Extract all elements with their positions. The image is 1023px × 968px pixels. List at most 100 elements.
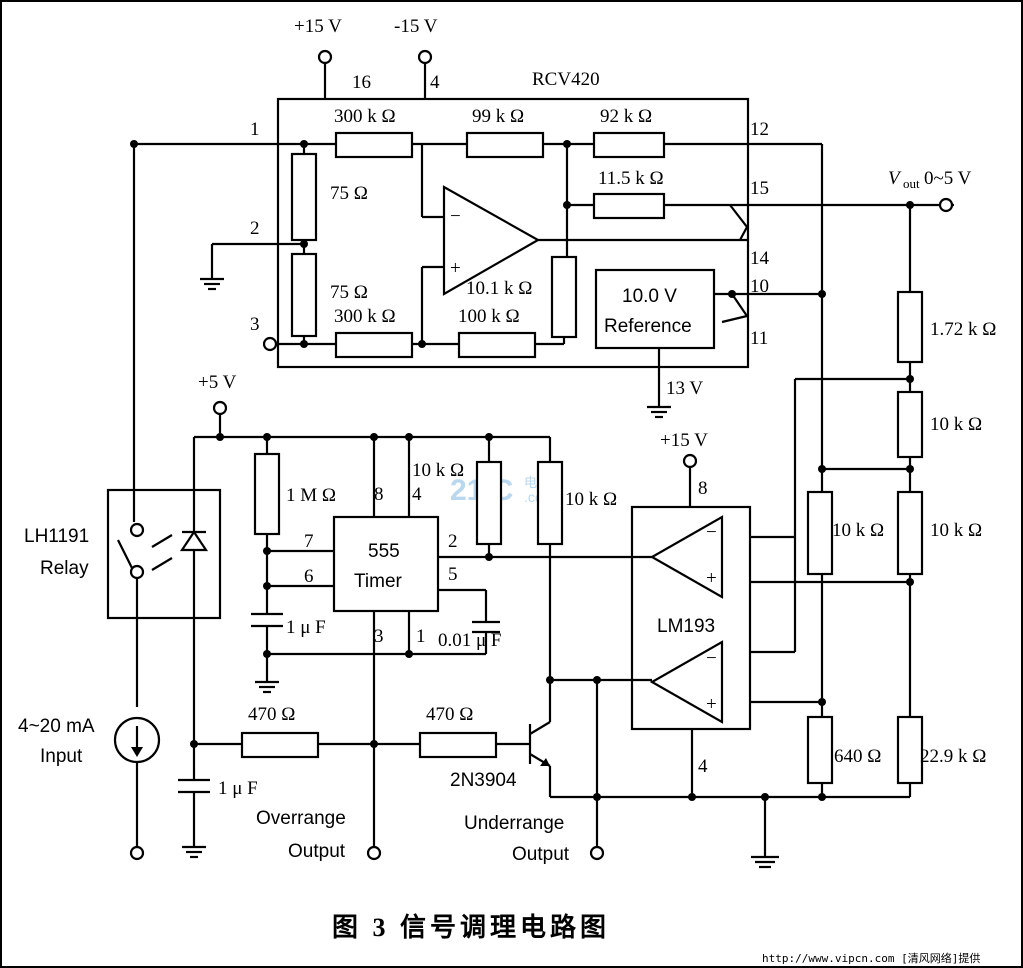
vout-label: V [888, 168, 902, 189]
resistor-75-top [290, 152, 318, 242]
r99k-label: 99 k Ω [472, 106, 524, 127]
comp1-plus: + [706, 568, 717, 589]
pin16-label: 16 [352, 72, 371, 93]
r75-bottom-label: 75 Ω [330, 282, 368, 303]
resistor-92k [592, 131, 666, 159]
timer-line1: 555 [368, 541, 400, 562]
figure-caption: 图 3 信号调理电路图 [332, 912, 610, 942]
voltage-reference [594, 268, 716, 350]
resistor-11-5k [592, 192, 666, 220]
transistor-label: 2N3904 [450, 770, 517, 791]
overrange-line1: Overrange [256, 808, 346, 829]
relay-name: LH1191 [24, 526, 89, 547]
watermark-text: http://www.vipcn.com [清风网络]提供 [762, 951, 980, 965]
resistor-640 [806, 715, 834, 785]
resistor-75-bottom [290, 252, 318, 338]
vout-sub: out [903, 176, 920, 191]
pos15-terminal [317, 49, 333, 65]
resistor-10k-timer-a [475, 460, 503, 546]
ref-line1: 10.0 V [622, 286, 677, 307]
rcv420-opamp [442, 185, 541, 296]
pos5-label: +5 V [198, 372, 237, 393]
overrange-terminal [366, 845, 382, 861]
resistor-300k-top [334, 131, 414, 159]
rcv-pin15-label: 15 [750, 178, 769, 199]
r470a-label: 470 Ω [248, 704, 295, 725]
ref-line2: Reference [604, 316, 692, 337]
underrange-line1: Underrange [464, 813, 564, 834]
r640-label: 640 Ω [834, 746, 881, 767]
r10-1k-label: 10.1 k Ω [466, 278, 532, 299]
r100k-label: 100 k Ω [458, 306, 520, 327]
neg15-label: -15 V [394, 16, 438, 37]
rcv420-package [276, 97, 750, 369]
r10k-timer-b-label: 10 k Ω [565, 489, 617, 510]
rcv-pin12-label: 12 [750, 119, 769, 140]
resistor-22-9k [896, 715, 924, 785]
rcv-pin3-terminal [262, 336, 278, 352]
timer-pin6: 6 [304, 566, 314, 587]
relay-contact-bottom [129, 564, 145, 580]
rcv-pin2-label: 2 [250, 218, 260, 239]
rcv-pin11-label: 11 [750, 328, 768, 349]
timer-555 [332, 515, 440, 613]
relay-contact-top [129, 522, 145, 538]
r75-top-label: 75 Ω [330, 183, 368, 204]
resistor-1-72k [896, 290, 924, 364]
pos15-label: +15 V [294, 16, 342, 37]
c1u-timer-label: 1 μ F [286, 617, 326, 638]
rcv-pin3-label: 3 [250, 314, 260, 335]
opamp-plus: + [450, 258, 461, 279]
input-terminal [129, 845, 145, 861]
lm193-vcc-terminal [682, 453, 698, 469]
underrange-terminal [589, 845, 605, 861]
opamp-minus: − [450, 206, 461, 227]
r10k-timer-a-label: 10 k Ω [412, 460, 464, 481]
timer-pin8: 8 [374, 484, 384, 505]
r1m-label: 1 M Ω [286, 485, 336, 506]
rcv-pin1-label: 1 [250, 119, 260, 140]
r10k-div2-label: 10 k Ω [930, 520, 982, 541]
timer-line2: Timer [354, 571, 403, 592]
r10k-div1-label: 10 k Ω [930, 414, 982, 435]
resistor-10k-div3 [806, 490, 834, 576]
timer-pin4: 4 [412, 484, 422, 505]
resistor-300k-bottom [334, 331, 414, 359]
vout-terminal [938, 197, 954, 213]
timer-pin7: 7 [304, 531, 314, 552]
r11-5k-label: 11.5 k Ω [598, 168, 664, 189]
pos5-terminal [212, 400, 228, 416]
comparator-upper [649, 515, 724, 599]
timer-pin5: 5 [448, 564, 458, 585]
vout-range: 0~5 V [924, 168, 972, 189]
resistor-10k-div2 [896, 490, 924, 576]
ref-gnd-label: 13 V [666, 378, 703, 399]
resistor-470-a [240, 731, 320, 759]
neg15-terminal [417, 49, 433, 65]
lm193-vcc-label: +15 V [660, 430, 708, 451]
relay-label: Relay [40, 558, 89, 579]
timer-pin1: 1 [416, 626, 426, 647]
c001-label: 0.01 μ F [438, 630, 502, 651]
resistor-1m [253, 452, 281, 536]
r470b-label: 470 Ω [426, 704, 473, 725]
pin4-label: 4 [430, 72, 440, 93]
r92k-label: 92 k Ω [600, 106, 652, 127]
input-line2: Input [40, 746, 83, 767]
underrange-line2: Output [512, 844, 570, 865]
resistor-100k [457, 331, 537, 359]
resistor-10-1k [550, 255, 578, 339]
rcv420-name: RCV420 [532, 69, 600, 90]
lm193-pin4: 4 [698, 756, 708, 777]
r300k-bottom-label: 300 k Ω [334, 306, 396, 327]
rcv-pin10-label: 10 [750, 276, 769, 297]
r10k-div3-label: 10 k Ω [832, 520, 884, 541]
comparator-lower [649, 640, 724, 724]
overrange-line2: Output [288, 841, 346, 862]
resistor-470-b [418, 731, 498, 759]
comp2-plus: + [706, 694, 717, 715]
timer-pin3: 3 [374, 626, 384, 647]
comp2-minus: − [706, 648, 717, 669]
